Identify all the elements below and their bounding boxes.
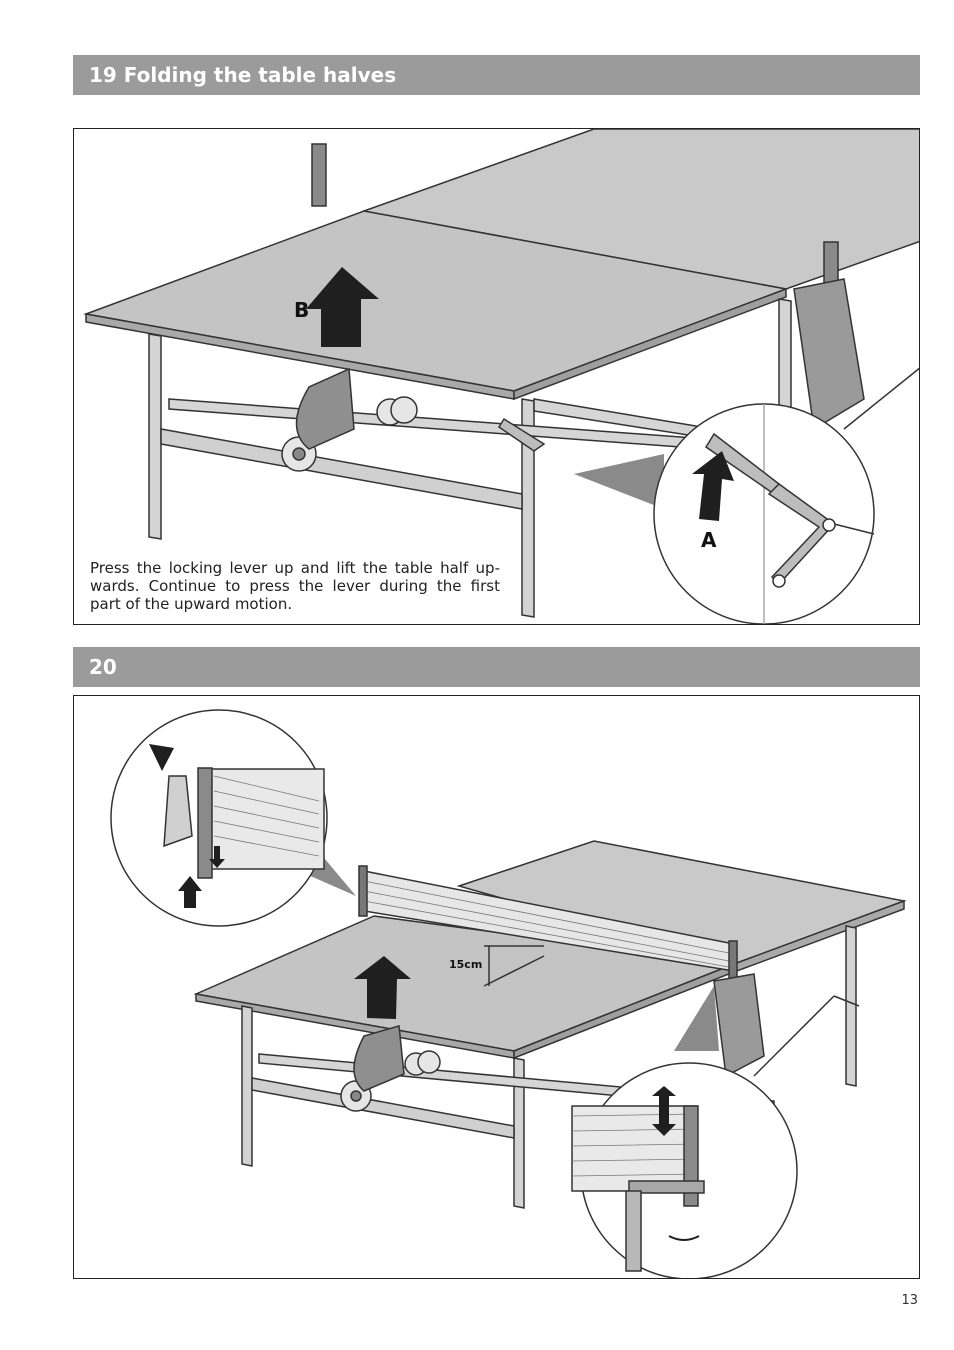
step-20-title: 20 — [89, 655, 117, 679]
label-b: B — [294, 298, 309, 322]
pointer-arrow-icon — [149, 744, 174, 771]
step-19-instruction: Press the locking lever up and lift the … — [90, 559, 500, 613]
step-19-header: 19 Folding the table halves — [73, 55, 920, 95]
clamp-up-arrow-icon — [178, 876, 202, 908]
table-net-illustration: 15cm — [110, 709, 907, 1278]
step-20-header: 20 — [73, 647, 920, 687]
step-19-illustration-panel: B A Press the locking lever up and lift … — [73, 128, 920, 625]
step-19-title: 19 Folding the table halves — [89, 63, 397, 87]
label-a: A — [701, 528, 717, 552]
clamp-down-arrow-icon — [209, 846, 225, 868]
lift-arrow-icon — [306, 267, 379, 347]
table-folding-illustration: B A — [83, 129, 919, 624]
rotate-knob-arrow-icon — [668, 1235, 700, 1241]
net-height-label: 15cm — [449, 958, 482, 971]
lift-arrow-icon — [354, 956, 411, 1019]
adjust-height-arrow-icon — [652, 1086, 676, 1136]
step-20-illustration-panel: 15cm — [73, 695, 920, 1279]
page-number: 13 — [901, 1293, 918, 1308]
lever-arrow-icon — [692, 451, 734, 521]
